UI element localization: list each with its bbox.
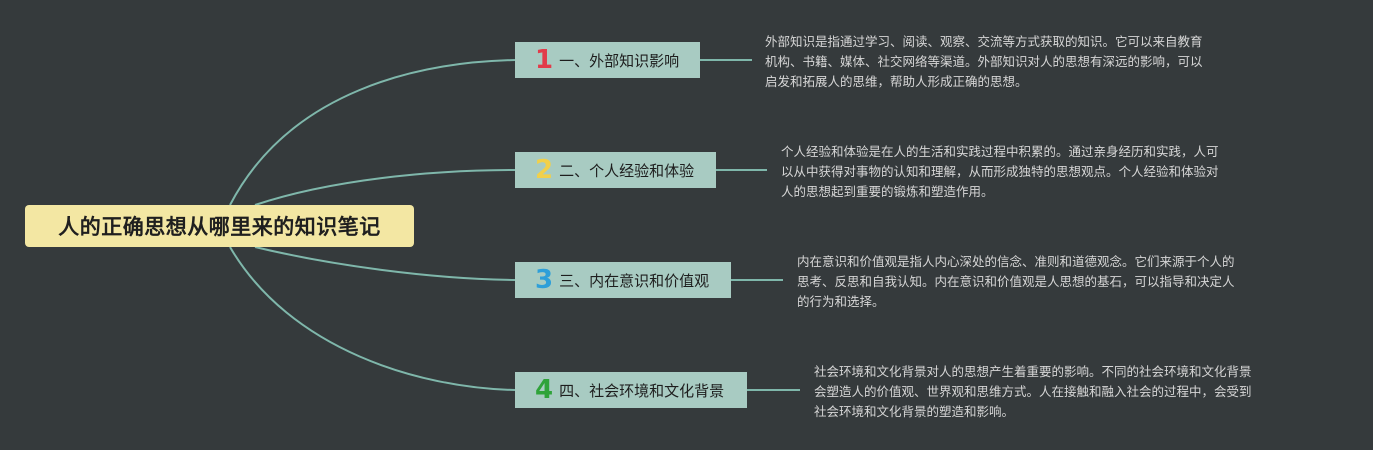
branch-description-4: 社会环境和文化背景对人的思想产生着重要的影响。不同的社会环境和文化背景 会塑造人… <box>814 364 1252 419</box>
branch-label-3: 三、内在意识和价值观 <box>559 271 710 290</box>
connector-root-to-branch-4 <box>229 246 516 391</box>
root-title: 人的正确思想从哪里来的知识笔记 <box>58 215 381 239</box>
branch-topic-4[interactable]: 4 四、社会环境和文化背景 <box>515 372 747 408</box>
branch-label-1: 一、外部知识影响 <box>559 51 680 70</box>
branch-number-1: 1 <box>535 45 554 75</box>
branch-number-3: 3 <box>535 265 554 295</box>
root-topic[interactable]: 人的正确思想从哪里来的知识笔记 <box>25 205 414 247</box>
branch-label-2: 二、个人经验和体验 <box>559 161 695 180</box>
branch-label-4: 四、社会环境和文化背景 <box>559 381 725 400</box>
branch-number-4: 4 <box>535 375 554 405</box>
branch-description-1: 外部知识是指通过学习、阅读、观察、交流等方式获取的知识。它可以来自教育 机构、书… <box>765 34 1203 89</box>
branch-topic-1[interactable]: 1 一、外部知识影响 <box>515 42 700 78</box>
branch-description-3: 内在意识和价值观是指人内心深处的信念、准则和道德观念。它们来源于个人的 思考、反… <box>797 254 1235 309</box>
connector-root-to-branch-2 <box>254 169 516 206</box>
connector-root-to-branch-1 <box>229 59 516 206</box>
connector-root-to-branch-3 <box>254 246 516 281</box>
branch-topic-2[interactable]: 2 二、个人经验和体验 <box>515 152 716 188</box>
branch-number-2: 2 <box>535 155 554 185</box>
branch-description-2: 个人经验和体验是在人的生活和实践过程中积累的。通过亲身经历和实践，人可 以从中获… <box>781 144 1219 199</box>
branch-topic-3[interactable]: 3 三、内在意识和价值观 <box>515 262 731 298</box>
